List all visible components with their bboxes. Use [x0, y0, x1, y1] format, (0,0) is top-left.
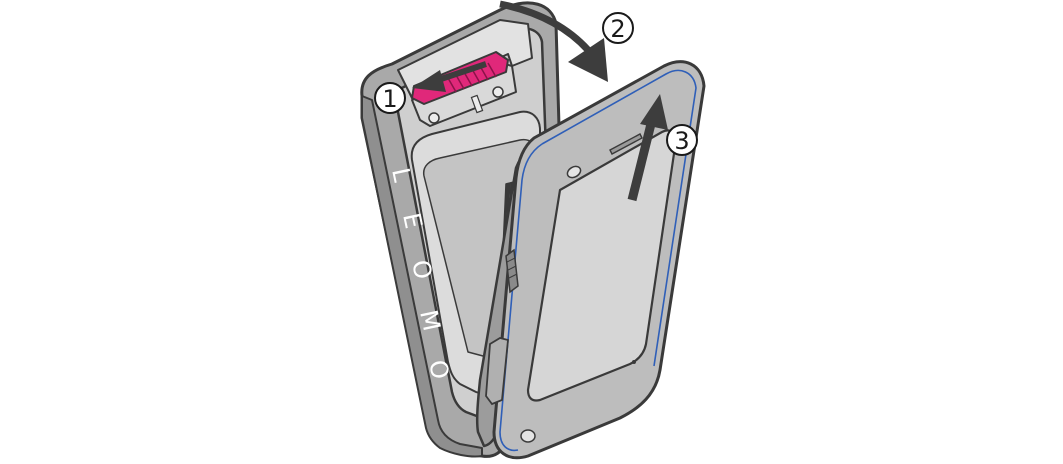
step-marker-3-circle [666, 124, 698, 156]
brand-letter-2: E [397, 210, 428, 231]
brand-letter-1: L [386, 165, 416, 185]
scroll-wheel-ridges [506, 257, 518, 279]
arrow-step-3 [627, 94, 668, 202]
step-marker-1-label: 1 [382, 85, 397, 113]
case-left-side-face [361, 95, 483, 458]
arrow-step-3-head [640, 94, 668, 130]
bracket-screw-left [428, 112, 440, 124]
arrow-step-1-head [412, 70, 446, 92]
step-marker-3-label: 3 [674, 127, 689, 155]
device-frame-edge-highlight [541, 69, 697, 367]
arrow-step-1 [412, 61, 487, 92]
step-marker-3: 3 [666, 124, 698, 156]
step-marker-1-circle [374, 82, 406, 114]
arrow-step-2-head [568, 38, 608, 82]
arrow-step-3-shaft [627, 118, 657, 202]
step-marker-2-circle [602, 12, 634, 44]
device-frame-edge-highlight-left [499, 143, 543, 452]
device [475, 60, 706, 460]
device-earpiece [609, 133, 643, 155]
arrow-step-2-shaft [499, 0, 591, 53]
step-marker-2-label: 2 [610, 15, 625, 43]
bracket-slot [470, 94, 484, 114]
bracket-screw-right [492, 86, 504, 98]
step-marker-1: 1 [374, 82, 406, 114]
step-marker-2: 2 [602, 12, 634, 44]
device-indicator-dot [632, 360, 636, 364]
case-brand-lettering: L E O M O [386, 165, 454, 381]
device-front-camera [566, 165, 582, 179]
case-holster [360, 1, 562, 458]
arrow-step-2 [499, 0, 608, 82]
device-side-button [485, 337, 509, 406]
device-home-button [520, 429, 536, 443]
